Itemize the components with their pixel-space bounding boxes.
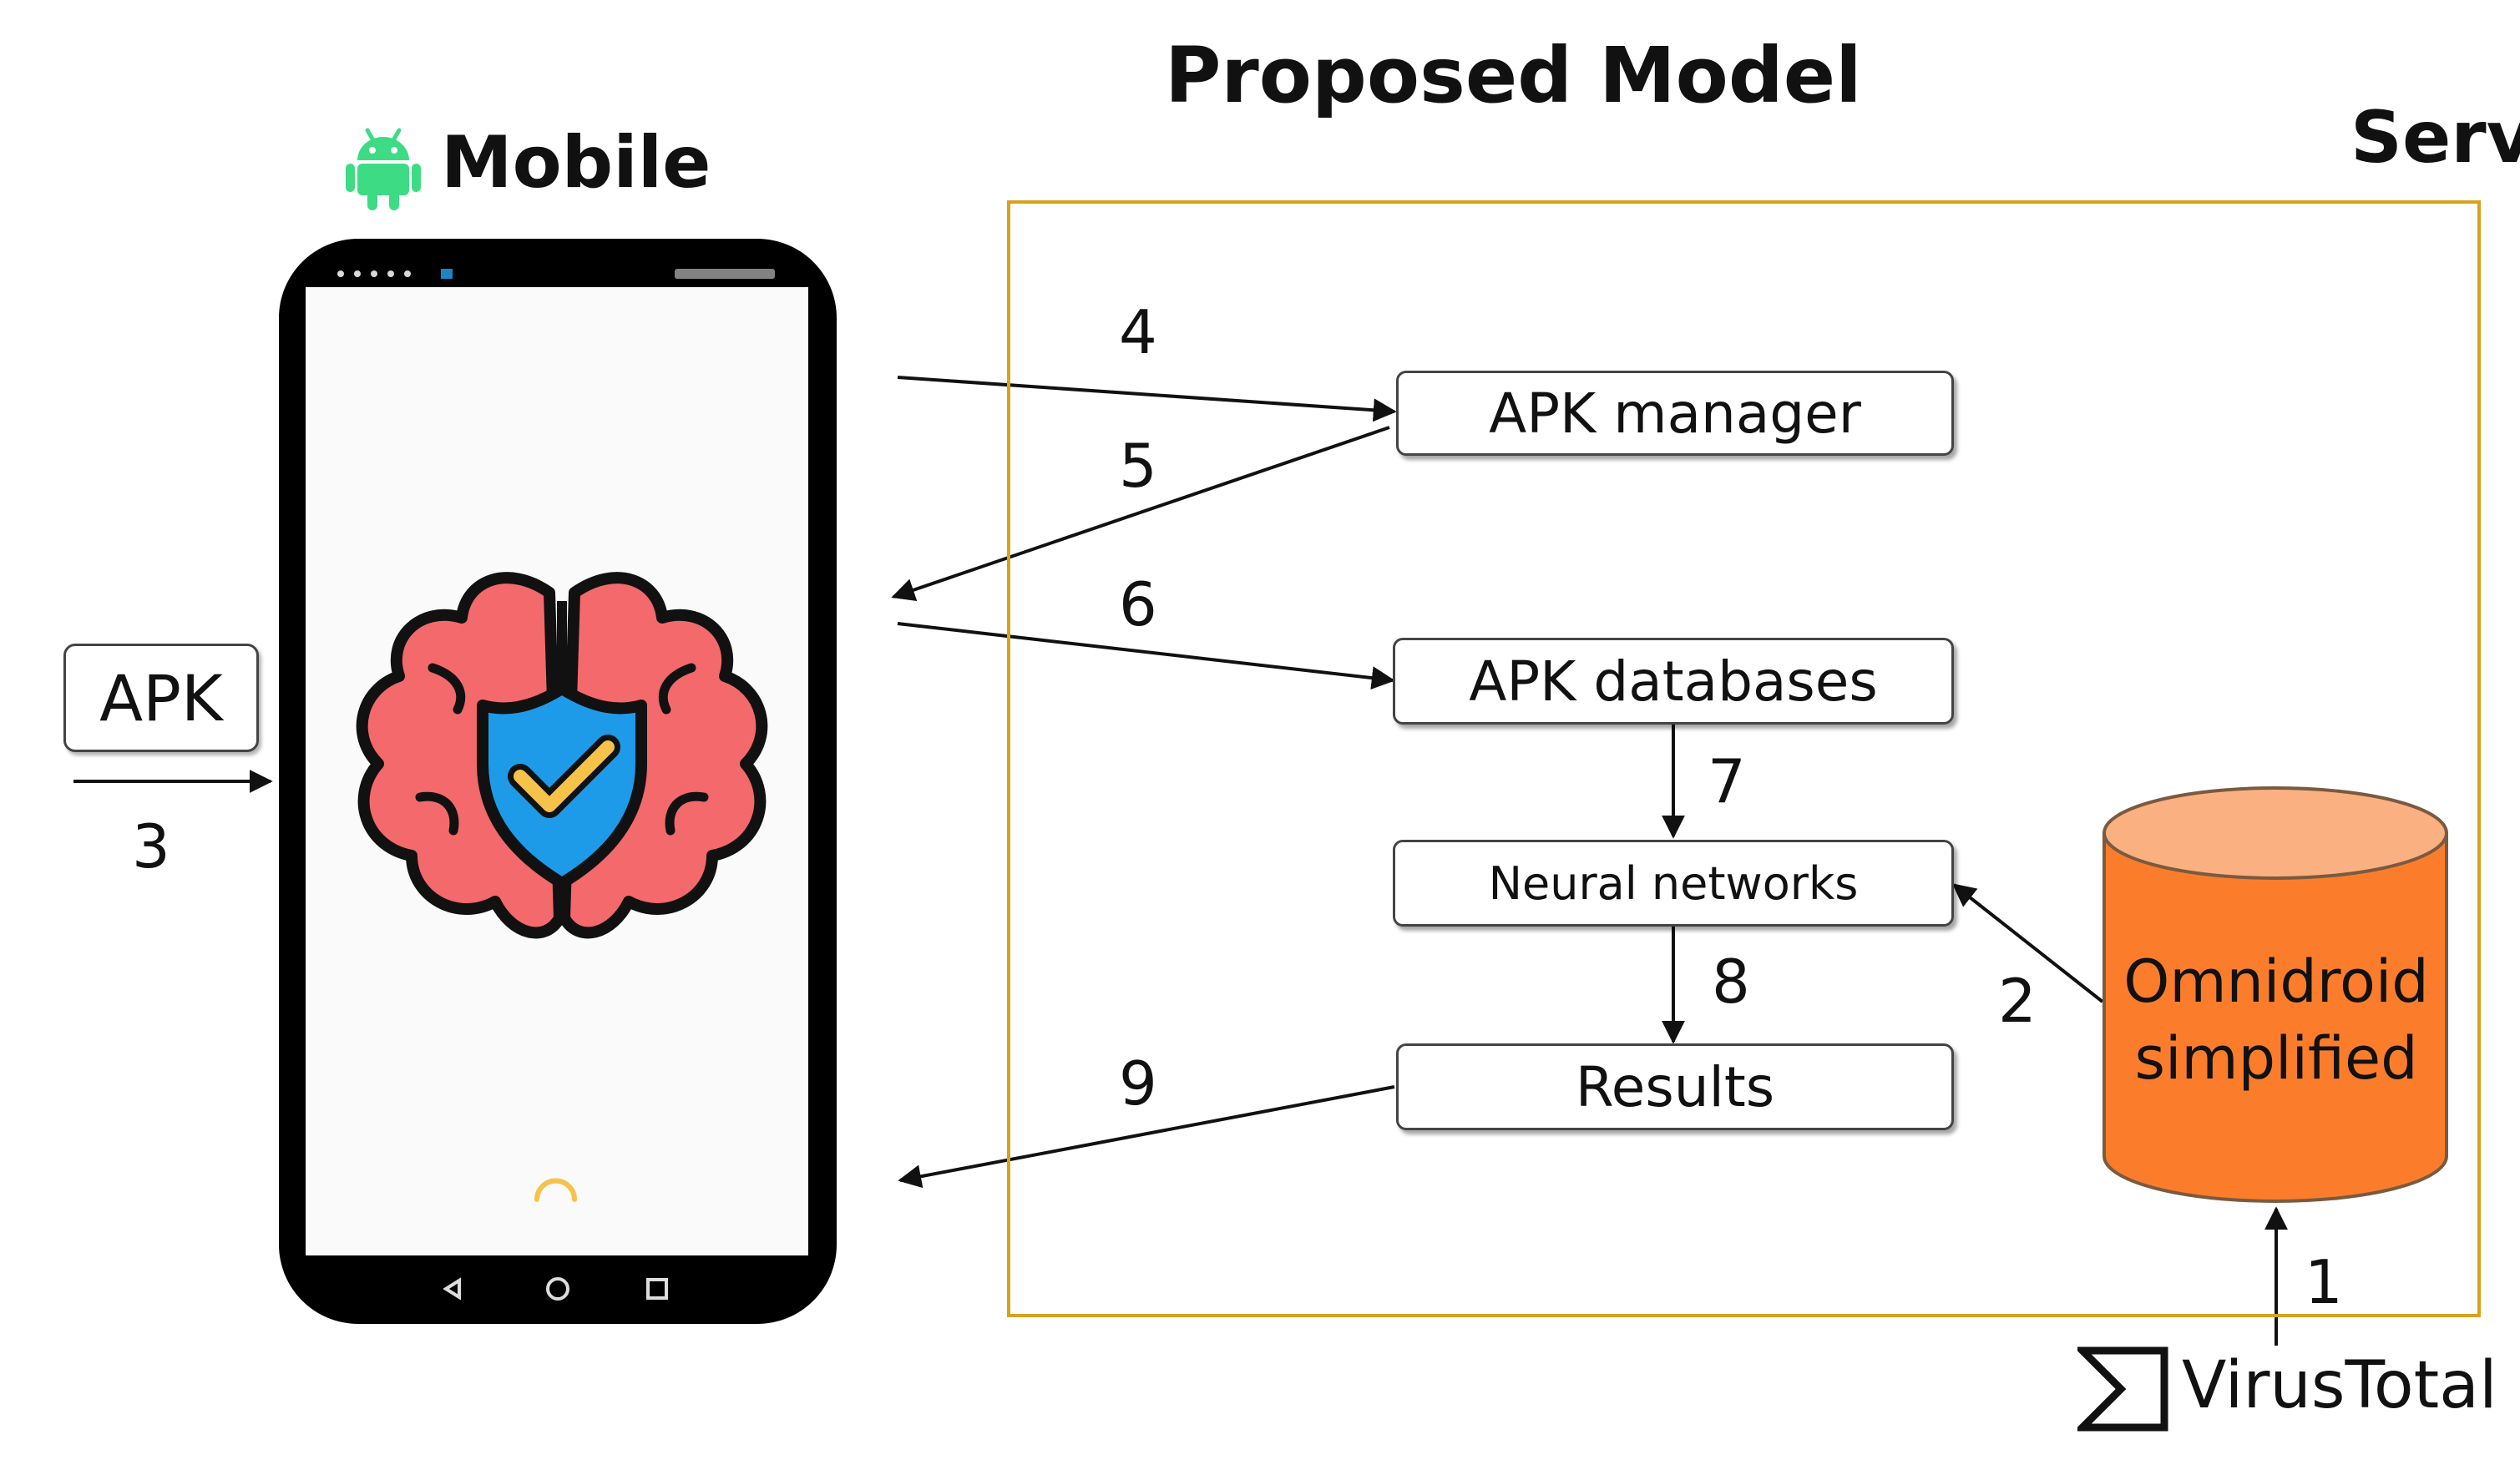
- step-label-7: 7: [1708, 746, 1746, 816]
- virustotal-icon: [2077, 1346, 2168, 1432]
- dataset-label-line1: Omnidroid: [2123, 947, 2429, 1016]
- arrow-step-6: [897, 622, 1395, 690]
- arrow-step-5: [891, 426, 1390, 602]
- step-label-5: 5: [1119, 431, 1157, 501]
- arrow-step-9: [898, 1085, 1395, 1189]
- step-label-4: 4: [1119, 297, 1157, 367]
- apk-input-box: APK: [63, 644, 259, 752]
- server-label: Serve: [2350, 96, 2520, 179]
- apk-databases-box: APK databases: [1393, 638, 1954, 725]
- arrow-step-2: [1951, 883, 2104, 1003]
- step-label-1: 1: [2305, 1247, 2343, 1317]
- virustotal-label: VirusTotal: [2182, 1348, 2497, 1423]
- diagram-title: Proposed Model: [1165, 31, 1862, 120]
- brain-shield-icon: [356, 572, 768, 939]
- dataset-label-line2: simplified: [2134, 1024, 2418, 1094]
- android-icon: [346, 128, 421, 210]
- server-container: [1007, 200, 2481, 1317]
- results-box: Results: [1396, 1043, 1954, 1130]
- arrow-step-4: [897, 376, 1397, 422]
- mobile-label: Mobile: [441, 121, 711, 205]
- step-label-9: 9: [1119, 1048, 1157, 1119]
- step-label-2: 2: [1998, 966, 2037, 1036]
- omnidroid-dataset-cylinder: [2103, 786, 2448, 1203]
- step-label-3: 3: [132, 811, 170, 881]
- dataset-label: Omnidroid simplified: [2101, 943, 2452, 1098]
- apk-manager-box: APK manager: [1396, 371, 1954, 456]
- step-label-6: 6: [1119, 569, 1157, 639]
- step-label-8: 8: [1712, 947, 1750, 1017]
- neural-networks-box: Neural networks: [1393, 840, 1954, 927]
